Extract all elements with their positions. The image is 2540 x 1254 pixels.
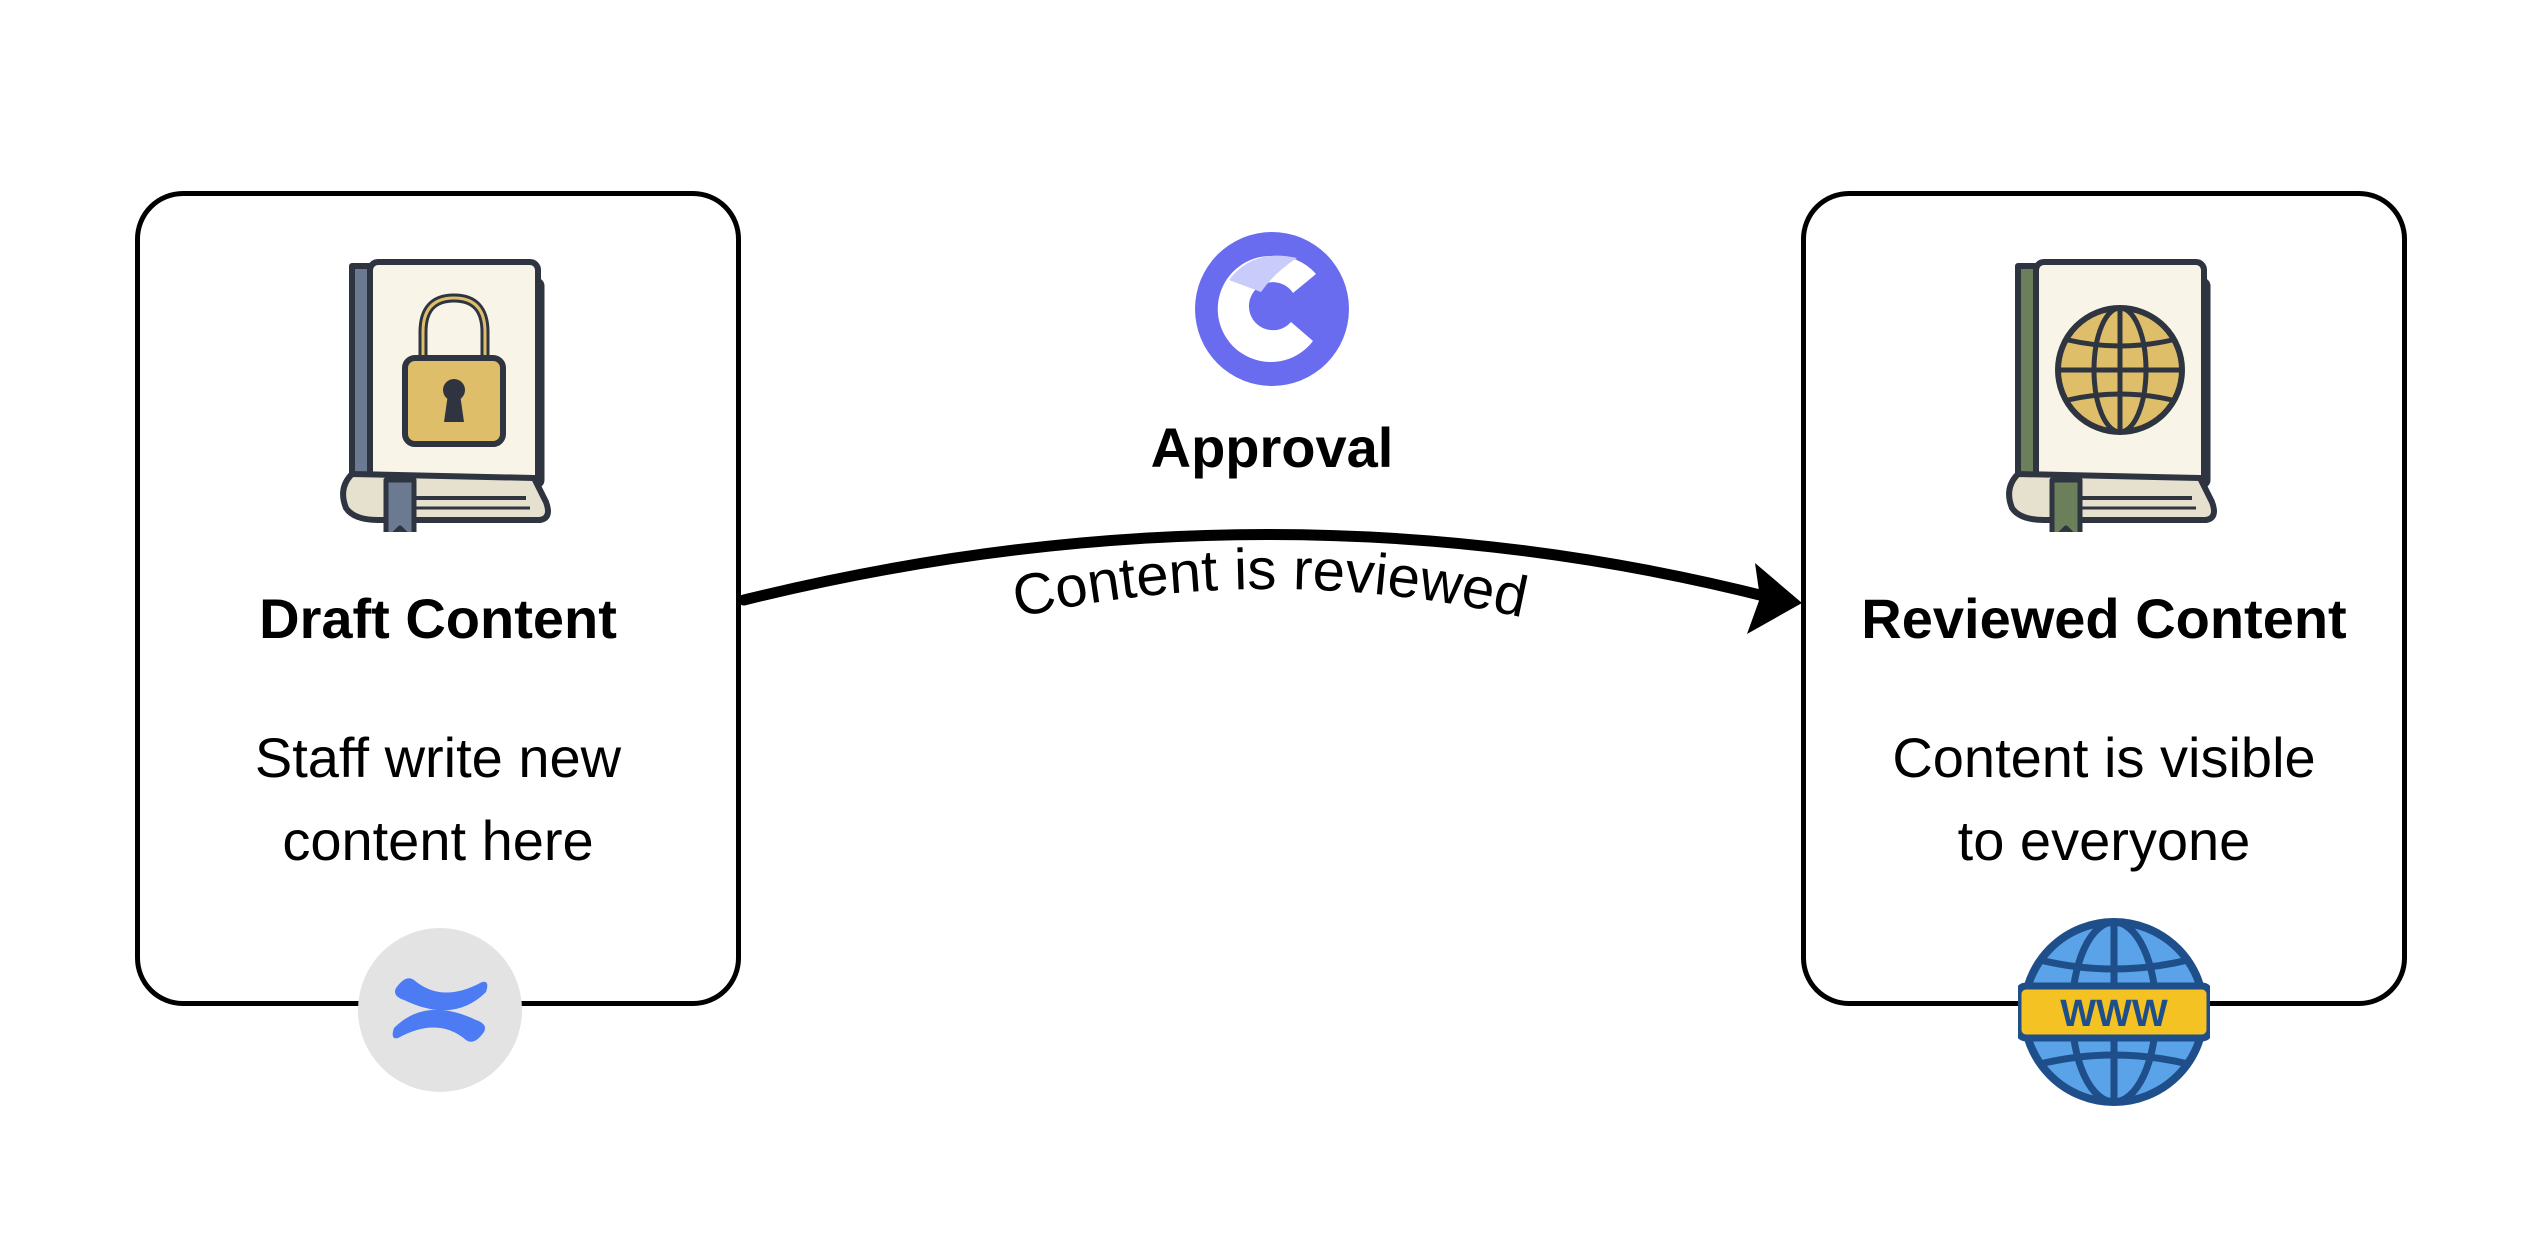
approval-label: Approval (1150, 416, 1394, 479)
reviewed-content-title: Reviewed Content (1861, 587, 2347, 650)
approval-app-logo-icon (1195, 232, 1349, 386)
locked-book-icon (340, 259, 551, 532)
www-badge-text: WWW (2060, 993, 2168, 1035)
draft-content-description: Staff write new content here (140, 716, 736, 882)
www-globe-icon: WWW (2018, 918, 2210, 1106)
reviewed-description-line-2: to everyone (1957, 809, 2251, 872)
flow-caption-text: Content is reviewed (1007, 537, 1534, 630)
globe-book-icon (2006, 259, 2217, 532)
reviewed-content-description: Content is visible to everyone (1806, 716, 2402, 882)
flow-arrow-head (1747, 563, 1802, 634)
draft-content-title: Draft Content (259, 587, 617, 650)
reviewed-description-line-1: Content is visible (1892, 726, 2316, 789)
flow-arrow-line (738, 529, 1778, 606)
draft-description-line-2: content here (282, 809, 594, 872)
draft-content-card: Draft Content Staff write new content he… (135, 191, 741, 1006)
confluence-logo-icon (358, 928, 522, 1092)
flow-caption: Content is reviewed (1007, 537, 1534, 630)
reviewed-content-card: Reviewed Content Content is visible to e… (1801, 191, 2407, 1006)
draft-description-line-1: Staff write new (254, 726, 622, 789)
